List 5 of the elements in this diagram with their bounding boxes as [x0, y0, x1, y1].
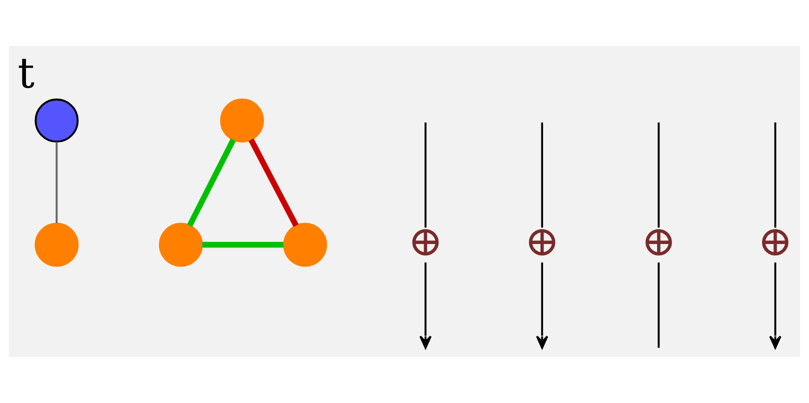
node-text: ⊕ [408, 216, 444, 266]
node-text: ⊕ [524, 216, 560, 266]
node-text: ⊕ [758, 216, 793, 266]
node-text: ⊕ [641, 216, 676, 266]
node-label: t [18, 48, 35, 98]
